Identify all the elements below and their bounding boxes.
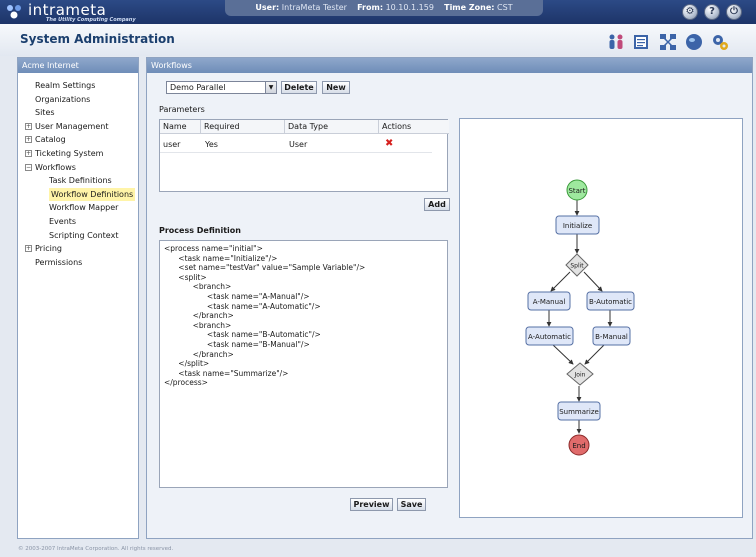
sidebar-item-scripting-context[interactable]: Scripting Context [49,230,119,240]
initialize-task-node[interactable] [555,215,600,235]
workflow-select[interactable]: Demo Parallel ▼ [166,81,277,94]
column-header-required[interactable]: Required [201,120,285,134]
sidebar-item-realm-settings[interactable]: Realm Settings [35,81,96,90]
expand-icon[interactable]: + [25,150,32,157]
split-gateway-node[interactable] [565,253,589,277]
delete-icon[interactable]: ✖ [385,138,394,149]
expand-icon[interactable]: + [25,245,32,253]
list-icon[interactable] [633,33,651,51]
workflow-diagram-canvas: Start Initialize Split A-Manual B-Automa… [525,179,635,456]
from-value: 10.10.1.159 [385,3,434,12]
sidebar-item-user-management[interactable]: User Management [35,121,109,131]
b-manual-task-node[interactable] [592,326,631,346]
a-manual-task-node[interactable] [527,291,571,311]
end-node[interactable] [568,434,590,456]
a-manual-task-label: A-Manual [533,298,566,306]
session-info: User: IntraMeta Tester From: 10.10.1.159… [225,0,543,16]
parameters-table: Name Required Data Type Actions user Yes… [159,119,449,192]
start-node[interactable] [566,179,588,201]
summarize-task-node[interactable] [557,401,601,421]
timezone-value: CST [497,3,513,12]
edge-a-join [551,343,574,365]
gears-icon[interactable] [711,33,729,51]
sidebar-item-sites[interactable]: Sites [35,108,55,118]
top-bar: intrameta The Utility Computing Company … [0,0,756,24]
sidebar-item-workflow-mapper[interactable]: Workflow Mapper [49,203,119,213]
sidebar-item-events[interactable]: Events [49,217,77,226]
users-icon[interactable] [607,33,625,51]
join-gateway-node[interactable] [566,362,594,386]
delete-button[interactable]: Delete [281,81,317,94]
sidebar-item-task-definitions[interactable]: Task Definitions [49,176,112,186]
page-header: System Administration [0,24,756,56]
sidebar-item-workflows[interactable]: Workflows [35,162,76,172]
start-node-label: Start [568,187,585,195]
expand-icon[interactable]: + [25,136,32,144]
add-parameter-button[interactable]: Add [424,198,450,211]
user-value: IntraMeta Tester [281,3,347,12]
sidebar-item-ticketing-system[interactable]: Ticketing System [35,149,104,158]
logo: intrameta The Utility Computing Company [6,1,166,23]
sidebar-item-permissions[interactable]: Permissions [35,257,83,267]
wrench-icon[interactable]: ⚙ [682,4,698,20]
new-button[interactable]: New [322,81,350,94]
b-automatic-task-label: B-Automatic [589,298,632,306]
parameters-label: Parameters [159,105,205,114]
workflows-panel-title: Workflows [147,58,752,73]
param-name: user [163,140,181,149]
sidebar-item-workflow-definitions[interactable]: Workflow Definitions [49,187,136,201]
power-icon[interactable]: ⏻ [726,4,742,20]
edge-split-a [550,271,571,292]
brand-tagline: The Utility Computing Company [46,17,136,23]
split-gateway-label: Split [570,263,584,270]
param-data-type: User [289,140,308,149]
from-label: From: [357,3,384,12]
preview-button[interactable]: Preview [350,498,393,511]
logo-mark-icon [7,5,21,19]
b-automatic-task-node[interactable] [586,291,635,311]
table-row[interactable] [160,136,432,153]
help-icon[interactable]: ? [704,4,720,20]
chevron-down-icon[interactable]: ▼ [265,82,276,93]
edge-split-b [583,271,603,292]
b-manual-task-label: B-Manual [595,333,628,341]
brand-name: intrameta [28,1,107,19]
column-header-name[interactable]: Name [160,120,201,134]
edge-b-join [584,343,606,365]
collapse-icon[interactable]: − [25,163,32,171]
join-gateway-label: Join [574,372,586,379]
sidebar-item-catalog[interactable]: Catalog [35,135,66,145]
user-label: User: [255,3,280,12]
summarize-task-label: Summarize [559,408,599,416]
column-header-data-type[interactable]: Data Type [285,120,379,134]
column-header-actions[interactable]: Actions [379,120,449,134]
diagram-edges [546,200,613,434]
sidebar-title: Acme Internet [18,58,138,73]
param-required: Yes [205,140,218,149]
workflow-select-value: Demo Parallel [170,83,226,92]
page-title: System Administration [20,32,175,46]
process-definition-editor[interactable]: <process name="initial"> <task name="Ini… [159,240,448,488]
workflow-diagram: Start Initialize Split A-Manual B-Automa… [459,118,743,518]
footer-copyright: © 2003-2007 IntraMeta Corporation. All r… [18,546,174,552]
sidebar-item-pricing[interactable]: Pricing [35,244,62,254]
globe-icon[interactable] [685,33,703,51]
expand-icon[interactable]: + [25,122,32,130]
a-automatic-task-node[interactable] [525,326,574,346]
end-node-label: End [572,442,585,450]
a-automatic-task-label: A-Automatic [528,333,571,341]
timezone-label: Time Zone: [444,3,495,12]
save-button[interactable]: Save [397,498,426,511]
initialize-task-label: Initialize [563,222,592,230]
sidebar-item-organizations[interactable]: Organizations [35,94,91,104]
process-definition-label: Process Definition [159,226,241,235]
network-icon[interactable] [659,33,677,51]
